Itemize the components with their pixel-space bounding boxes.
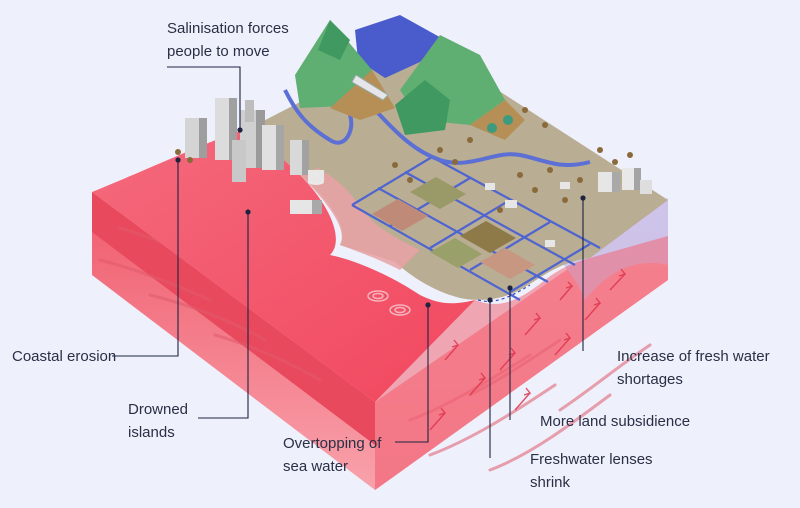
label-fresh-water-shortages: Increase of fresh water shortages	[617, 345, 770, 391]
label-overtopping-line2: sea water	[283, 458, 349, 475]
label-freshwater-lenses: Freshwater lenses shrink	[530, 448, 653, 494]
label-overtopping-line1: Overtopping of	[283, 435, 382, 452]
leader-dots	[175, 127, 586, 308]
sea-surface	[92, 128, 475, 402]
label-fresh-water-shortages-line1: Increase of fresh water	[617, 348, 770, 365]
arrow-icon	[429, 268, 627, 431]
label-land-subsidence: More land subsidience	[540, 410, 690, 433]
city-icon	[185, 98, 324, 214]
seawater-intrusion	[375, 236, 668, 490]
label-land-subsidence-line1: More land subsidience	[540, 413, 691, 430]
label-coastal-erosion-line1: Coastal erosion	[12, 348, 117, 365]
house-icon	[485, 168, 652, 247]
label-coastal-erosion: Coastal erosion	[12, 345, 116, 368]
reservoir	[355, 15, 445, 78]
crop-patches	[372, 177, 535, 279]
dam-icon	[351, 74, 389, 101]
label-salinisation-line1: Salinisation forces	[167, 20, 289, 37]
mountains	[295, 20, 525, 140]
label-fresh-water-shortages-line2: shortages	[617, 371, 683, 388]
label-drowned-islands-line1: Drowned	[128, 401, 189, 418]
label-salinisation-line2: people to move	[167, 43, 270, 60]
leader-lines	[112, 66, 584, 458]
salinised-strip	[300, 168, 420, 270]
tree-icon	[175, 107, 633, 213]
river-small	[283, 89, 332, 142]
ripples	[367, 290, 411, 316]
sea-band-left	[92, 192, 375, 445]
freshwater-lens	[477, 284, 531, 302]
label-freshwater-lenses-line2: shrink	[530, 474, 571, 491]
label-freshwater-lenses-line1: Freshwater lenses	[530, 451, 653, 468]
label-overtopping: Overtopping of sea water	[283, 432, 381, 478]
label-drowned-islands: Drowned islands	[128, 398, 188, 444]
label-drowned-islands-line2: islands	[128, 424, 175, 441]
label-salinisation: Salinisation forces people to move	[167, 17, 289, 63]
